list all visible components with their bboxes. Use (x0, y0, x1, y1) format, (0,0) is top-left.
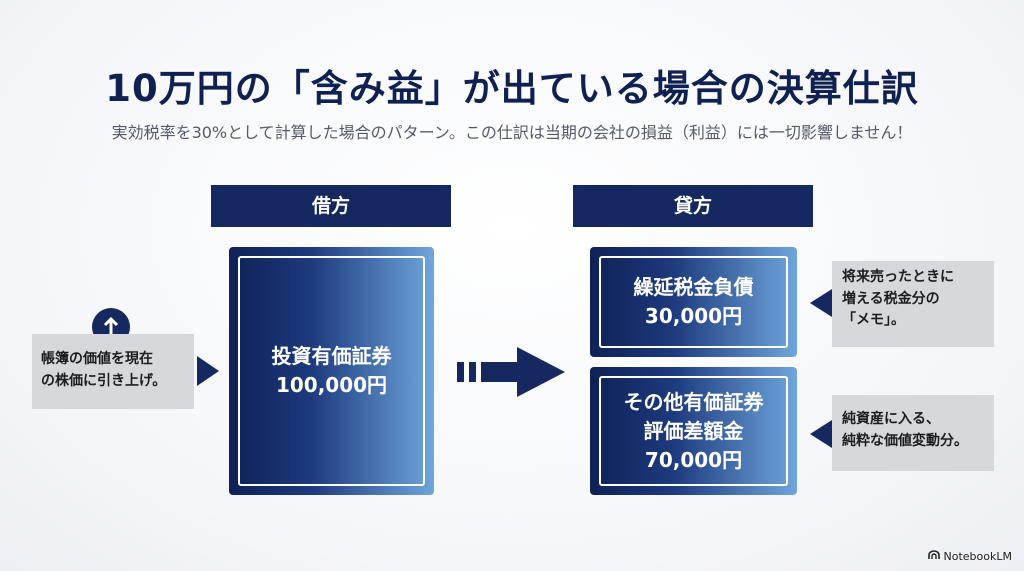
brand-label: NotebookLM (943, 550, 1012, 563)
credit-card2-amount: 70,000円 (644, 447, 743, 472)
debit-card: 投資有価証券 100,000円 (229, 247, 434, 495)
credit-note1: 将来売ったときに 増える税金分の 「メモ」。 (832, 261, 994, 347)
credit-card-deferred-tax: 繰延税金負債 30,000円 (590, 247, 797, 357)
credit-note2: 純資産に入る、 純粋な価値変動分。 (832, 395, 994, 471)
debit-card-account: 投資有価証券 (271, 344, 392, 368)
debit-note-line1: 帳簿の価値を現在 (41, 351, 153, 367)
arrow-right-icon (457, 343, 567, 401)
credit-note2-line2: 純粋な価値変動分。 (842, 432, 968, 449)
note-pointer-icon (197, 356, 219, 386)
credit-note2-line1: 純資産に入る、 (842, 411, 940, 427)
notebooklm-logo-icon (927, 550, 940, 563)
credit-note1-line1: 将来売ったときに (842, 269, 954, 285)
debit-note: 帳簿の価値を現在 の株価に引き上げ。 (32, 334, 194, 409)
credit-note1-line2: 増える税金分の (842, 290, 940, 307)
credit-card1-account: 繰延税金負債 (633, 275, 754, 299)
credit-card2-account: その他有価証券 (623, 389, 764, 414)
debit-card-amount: 100,000円 (275, 373, 388, 397)
credit-card1-amount: 30,000円 (644, 304, 743, 328)
note-pointer-icon (810, 420, 832, 448)
page-subtitle: 実効税率を30%として計算した場合のパターン。この仕訳は当期の会社の損益（利益）… (111, 123, 913, 142)
page-title: 10万円の「含み益」が出ている場合の決算仕訳 (105, 67, 919, 110)
credit-card-valuation: その他有価証券 評価差額金 70,000円 (590, 367, 797, 495)
credit-note1-line3: 「メモ」。 (842, 312, 905, 329)
debit-note-line2: の株価に引き上げ。 (41, 372, 167, 389)
debit-header: 借方 (211, 185, 451, 227)
note-pointer-icon (810, 289, 832, 317)
credit-header: 貸方 (573, 185, 813, 227)
credit-card2-account-cont: 評価差額金 (643, 418, 744, 443)
brand-watermark: NotebookLM (927, 550, 1012, 563)
